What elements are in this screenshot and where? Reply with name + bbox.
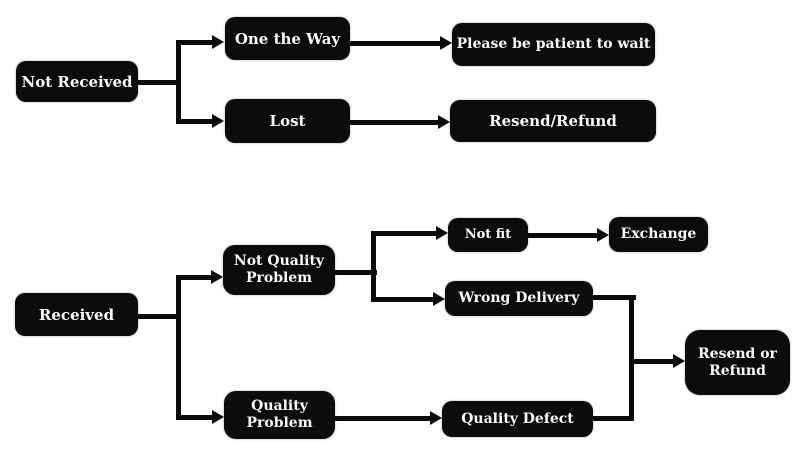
edge-junction-to-one-the-way [176, 40, 214, 45]
node-label: Received [38, 305, 115, 324]
node-label: Not Quality Problem [233, 253, 325, 286]
node-label: Lost [269, 112, 306, 130]
arrowhead-icon [212, 114, 224, 128]
node-resend-refund: Resend/Refund [450, 100, 656, 142]
edge-junction2-to-not-fit [371, 231, 436, 236]
node-one-the-way: One the Way [225, 17, 350, 60]
node-label: Exchange [620, 226, 697, 243]
edge-junction2-vertical [371, 231, 376, 301]
node-label: Quality Defect [461, 410, 574, 427]
edge-quality-problem-to-quality-defect [335, 416, 430, 421]
node-lost: Lost [225, 99, 350, 143]
arrowhead-icon [433, 292, 445, 306]
edge-not-quality-problem-to-junction2 [335, 270, 377, 275]
arrowhead-icon [597, 228, 609, 242]
node-label: Not fit [464, 227, 512, 243]
edge-junction-to-lost [176, 119, 214, 124]
edge-junction-vertical-top [176, 40, 181, 124]
node-label: One the Way [234, 29, 341, 48]
arrowhead-icon [212, 35, 224, 49]
node-received: Received [15, 293, 138, 336]
edge-junction2-to-wrong-delivery [371, 297, 433, 302]
node-resend-or-refund: Resend or Refund [685, 330, 790, 395]
edge-not-fit-to-exchange [528, 233, 597, 238]
edge-junction3-to-resend-or-refund [629, 359, 673, 364]
node-wrong-delivery: Wrong Delivery [445, 281, 593, 316]
edge-not-received-to-junction [138, 80, 181, 85]
arrowhead-icon [440, 36, 452, 50]
edge-junction-to-quality-problem [176, 415, 212, 420]
node-label: Quality Problem [246, 398, 313, 431]
node-not-quality-problem: Not Quality Problem [223, 245, 335, 295]
arrowhead-icon [673, 354, 685, 368]
edge-quality-defect-to-junction3 [593, 416, 634, 421]
node-please-be-patient: Please be patient to wait [452, 23, 655, 66]
edge-junction-vertical-bottom [176, 275, 181, 420]
arrowhead-icon [212, 410, 224, 424]
node-label: Not Received [21, 72, 133, 91]
node-not-received: Not Received [16, 61, 138, 102]
edge-junction-to-not-quality-problem [176, 275, 211, 280]
node-exchange: Exchange [609, 217, 708, 252]
node-label: Resend/Refund [489, 112, 617, 130]
node-label: Please be patient to wait [456, 36, 651, 53]
arrowhead-icon [211, 270, 223, 284]
node-label: Resend or Refund [698, 345, 777, 379]
edge-one-the-way-to-please-wait [350, 41, 440, 46]
arrowhead-icon [436, 226, 448, 240]
edge-junction3-vertical [629, 295, 634, 421]
node-not-fit: Not fit [448, 218, 528, 252]
arrowhead-icon [430, 411, 442, 425]
edge-lost-to-resend-refund [350, 120, 438, 125]
edge-wrong-delivery-to-junction3 [593, 295, 636, 300]
node-quality-problem: Quality Problem [224, 391, 335, 439]
edge-received-to-junction [138, 314, 181, 319]
node-label: Wrong Delivery [458, 290, 580, 307]
node-quality-defect: Quality Defect [442, 401, 593, 437]
arrowhead-icon [438, 115, 450, 129]
